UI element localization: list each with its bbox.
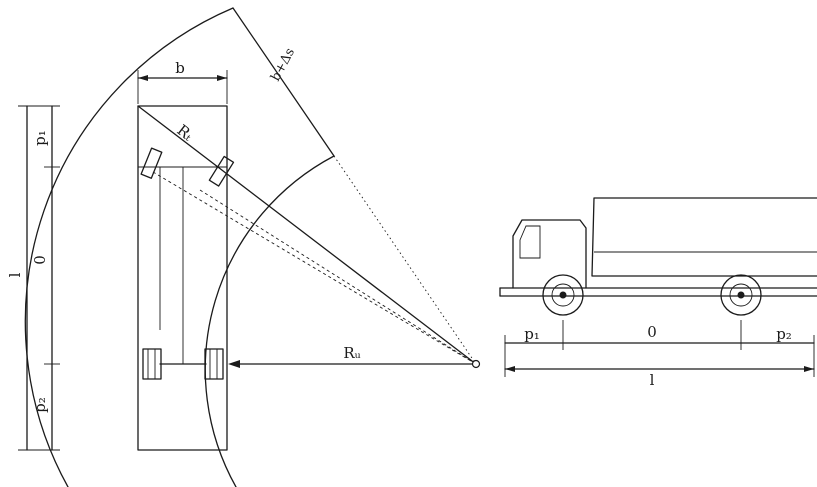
front-wheel-right: [208, 155, 235, 187]
front-wheel-left: [140, 147, 163, 179]
sweep-band-radial-line: [232, 7, 335, 157]
outer-sweep-arc: [24, 7, 234, 487]
width-arrow-right: [217, 75, 227, 81]
sweep-band-dotted-extension: [333, 155, 477, 365]
rear-wheel-left: [142, 348, 162, 380]
label-p1-left: p₁: [31, 130, 49, 146]
truck-cargo-box: [591, 197, 817, 277]
label-ru: Rᵤ: [343, 344, 360, 362]
side-front-wheel-hub: [551, 283, 575, 307]
label-p2-right: p₂: [776, 325, 792, 343]
side-length-arrow-left: [505, 366, 515, 372]
label-p1-right: p₁: [524, 325, 540, 343]
side-front-wheel-centre: [559, 291, 567, 299]
side-rear-wheel: [720, 274, 762, 316]
rear-wheel-right: [204, 348, 224, 380]
label-o-right: 0: [647, 323, 657, 341]
truck-cab-window: [519, 225, 541, 259]
turn-centre-point: [471, 359, 481, 369]
side-rear-wheel-hub: [729, 283, 753, 307]
side-front-wheel: [542, 274, 584, 316]
radius-line-rt: [137, 105, 477, 365]
label-b: b: [175, 59, 185, 77]
dashed-radius-right-wheel: [199, 189, 477, 365]
side-length-arrow-right: [804, 366, 814, 372]
label-o-left: 0: [31, 255, 49, 265]
width-arrow-left: [138, 75, 148, 81]
label-rt: Rₜ: [174, 121, 197, 145]
radius-ru-arrowhead: [228, 360, 240, 368]
label-p2-left: p₂: [31, 397, 49, 413]
side-rear-wheel-centre: [737, 291, 745, 299]
truck-cab: [512, 219, 587, 289]
dashed-radius-left-wheel: [152, 171, 477, 365]
label-l-right: l: [650, 371, 655, 389]
inner-sweep-arc: [204, 155, 335, 487]
label-l-left: l: [6, 272, 24, 277]
vehicle-body-outline: [137, 105, 228, 451]
label-b-delta-s: b+Δs: [268, 46, 298, 84]
